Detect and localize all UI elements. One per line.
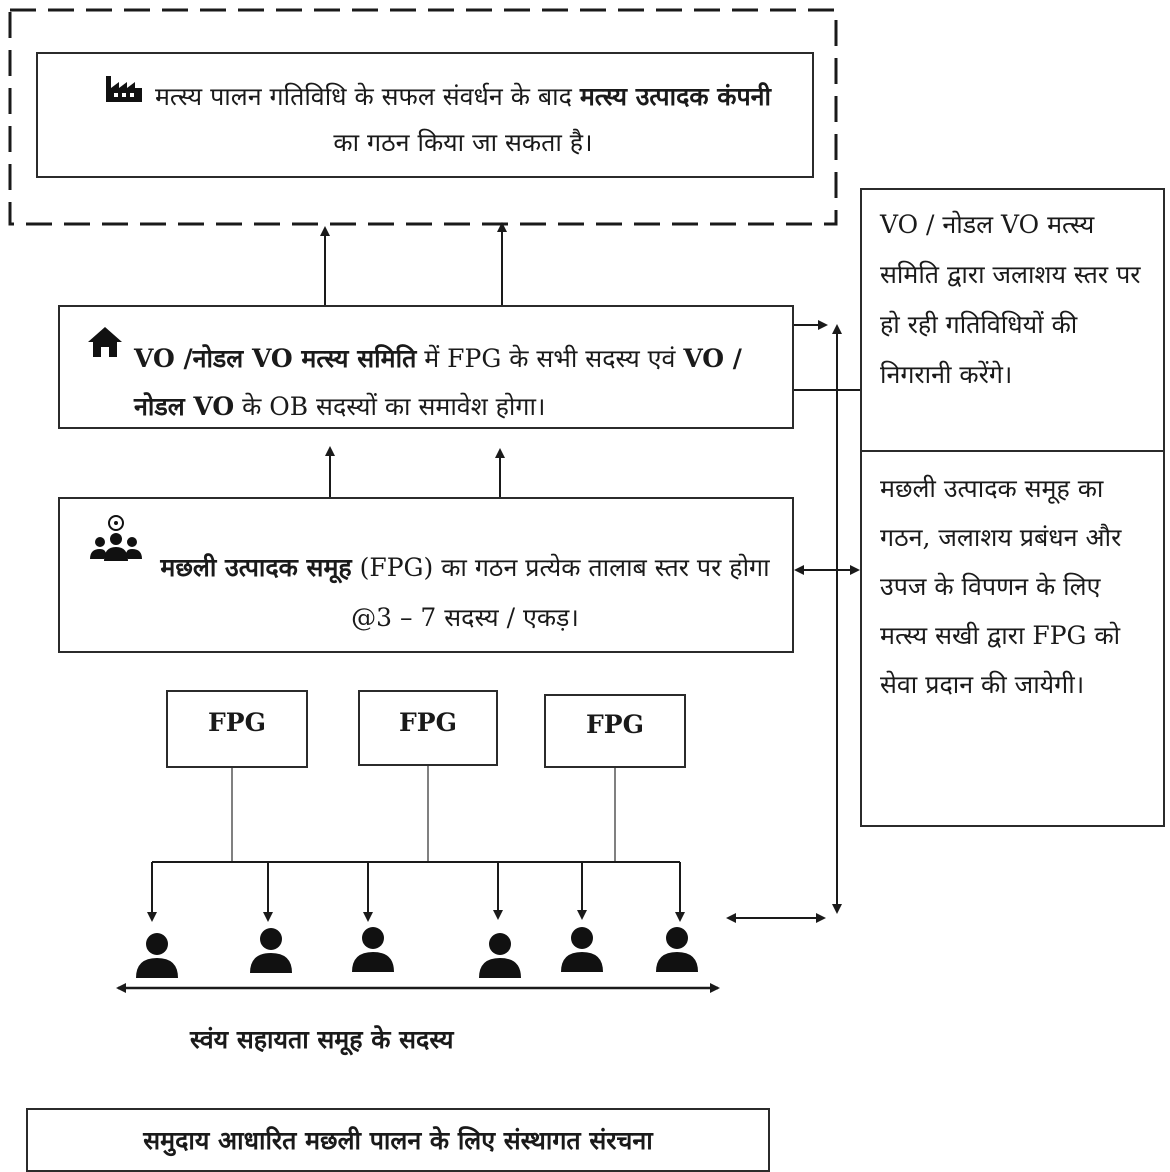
caption-box: समुदाय आधारित मछली पालन के लिए संस्थागत … <box>26 1108 770 1172</box>
company-text-part1: मत्स्य पालन गतिविधि के सफल संवर्धन के बा… <box>154 82 572 111</box>
fpg-box-label: FPG <box>399 708 457 737</box>
vo-text-mid: में FPG के सभी सदस्य एवं <box>424 344 676 373</box>
monitoring-text: VO / नोडल VO मत्स्य समिति द्वारा जलाशय स… <box>880 210 1141 389</box>
home-icon <box>88 327 122 357</box>
person-icon <box>561 927 603 972</box>
company-box: मत्स्य पालन गतिविधि के सफल संवर्धन के बा… <box>36 52 814 178</box>
fpg-text-bold: मछली उत्पादक समूह <box>160 553 352 582</box>
dashed-frame <box>8 8 838 226</box>
fpg-formation-text: मछली उत्पादक समूह (FPG) का गठन प्रत्येक … <box>150 543 780 643</box>
person-icon <box>250 928 292 973</box>
fpg-box-label: FPG <box>586 710 644 739</box>
company-text-bold: मत्स्य उत्पादक कंपनी <box>579 82 772 111</box>
fpg-formation-box: मछली उत्पादक समूह (FPG) का गठन प्रत्येक … <box>58 497 794 653</box>
monitoring-box: VO / नोडल VO मत्स्य समिति द्वारा जलाशय स… <box>860 188 1165 452</box>
vo-text-bold2: VO /नोडल VO <box>134 344 742 421</box>
factory-icon <box>106 76 142 102</box>
person-icon <box>136 933 178 978</box>
group-icon <box>90 515 142 561</box>
member-icons <box>136 927 698 978</box>
fpg-box-label: FPG <box>208 708 266 737</box>
fpg-text-after: (FPG) का गठन प्रत्येक तालाब स्तर पर होगा… <box>351 553 770 632</box>
vo-text-bold: VO /नोडल VO मत्स्य समिति <box>134 344 417 373</box>
company-text-part2: का गठन किया जा सकता है। <box>333 128 593 157</box>
person-icon <box>479 933 521 978</box>
person-icon <box>352 927 394 972</box>
company-text: मत्स्य पालन गतिविधि के सफल संवर्धन के बा… <box>143 74 783 166</box>
vo-committee-text: VO /नोडल VO मत्स्य समिति में FPG के सभी … <box>134 335 784 431</box>
services-box: मछली उत्पादक समूह का गठन, जलाशय प्रबंधन … <box>860 450 1165 827</box>
vo-committee-box: VO /नोडल VO मत्स्य समिति में FPG के सभी … <box>58 305 794 429</box>
person-icon <box>656 927 698 972</box>
caption-text: समुदाय आधारित मछली पालन के लिए संस्थागत … <box>143 1126 653 1155</box>
fpg-box-3: FPG <box>544 694 686 768</box>
services-text: मछली उत्पादक समूह का गठन, जलाशय प्रबंधन … <box>880 474 1122 699</box>
fpg-box-1: FPG <box>166 690 308 768</box>
fpg-box-2: FPG <box>358 690 498 766</box>
vo-text-after: के OB सदस्यों का समावेश होगा। <box>242 392 546 421</box>
members-label: स्वंय सहायता समूह के सदस्य <box>190 1025 454 1054</box>
